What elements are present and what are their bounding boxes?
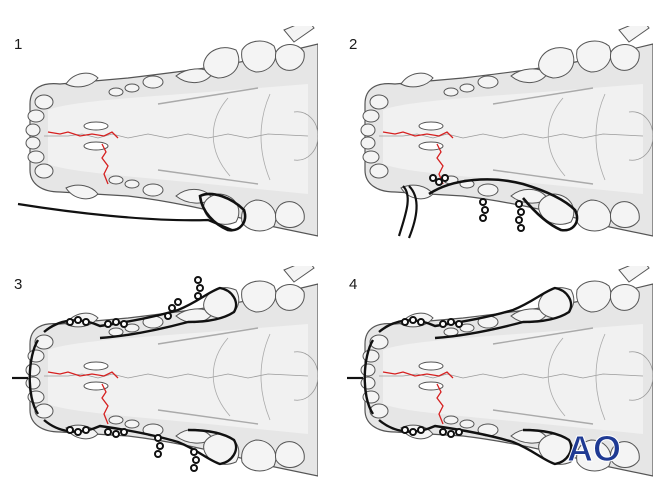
wire-loop-upper — [43, 286, 238, 340]
step-number: 2 — [349, 36, 358, 53]
skull-diagram-step-3 — [12, 266, 318, 477]
wire-strand — [17, 202, 233, 232]
wire-loop — [198, 192, 247, 232]
wire-loop-lower — [43, 419, 238, 466]
wire-loop-upper — [378, 286, 573, 340]
ao-foundation-logo-icon: AO — [567, 428, 622, 468]
step-number: 1 — [14, 36, 23, 53]
step-number: 4 — [349, 276, 358, 293]
wire-loop-lower — [378, 419, 573, 466]
wire-loop-rostral — [363, 339, 375, 415]
wire-loop — [428, 178, 579, 232]
step-number: 3 — [14, 276, 23, 293]
panel-step-3: 3 — [8, 266, 318, 491]
panel-step-4: 4 — [343, 266, 653, 491]
wire-loop-rostral — [28, 339, 40, 415]
panel-step-1: 1 — [8, 26, 318, 251]
skull-diagram-step-4 — [347, 266, 653, 477]
skull-diagram-step-1 — [17, 26, 318, 237]
logo-text: AO — [567, 428, 621, 468]
skull-diagram-step-2 — [360, 26, 653, 239]
panel-step-2: 2 — [343, 26, 653, 251]
wire-strand — [397, 185, 418, 239]
